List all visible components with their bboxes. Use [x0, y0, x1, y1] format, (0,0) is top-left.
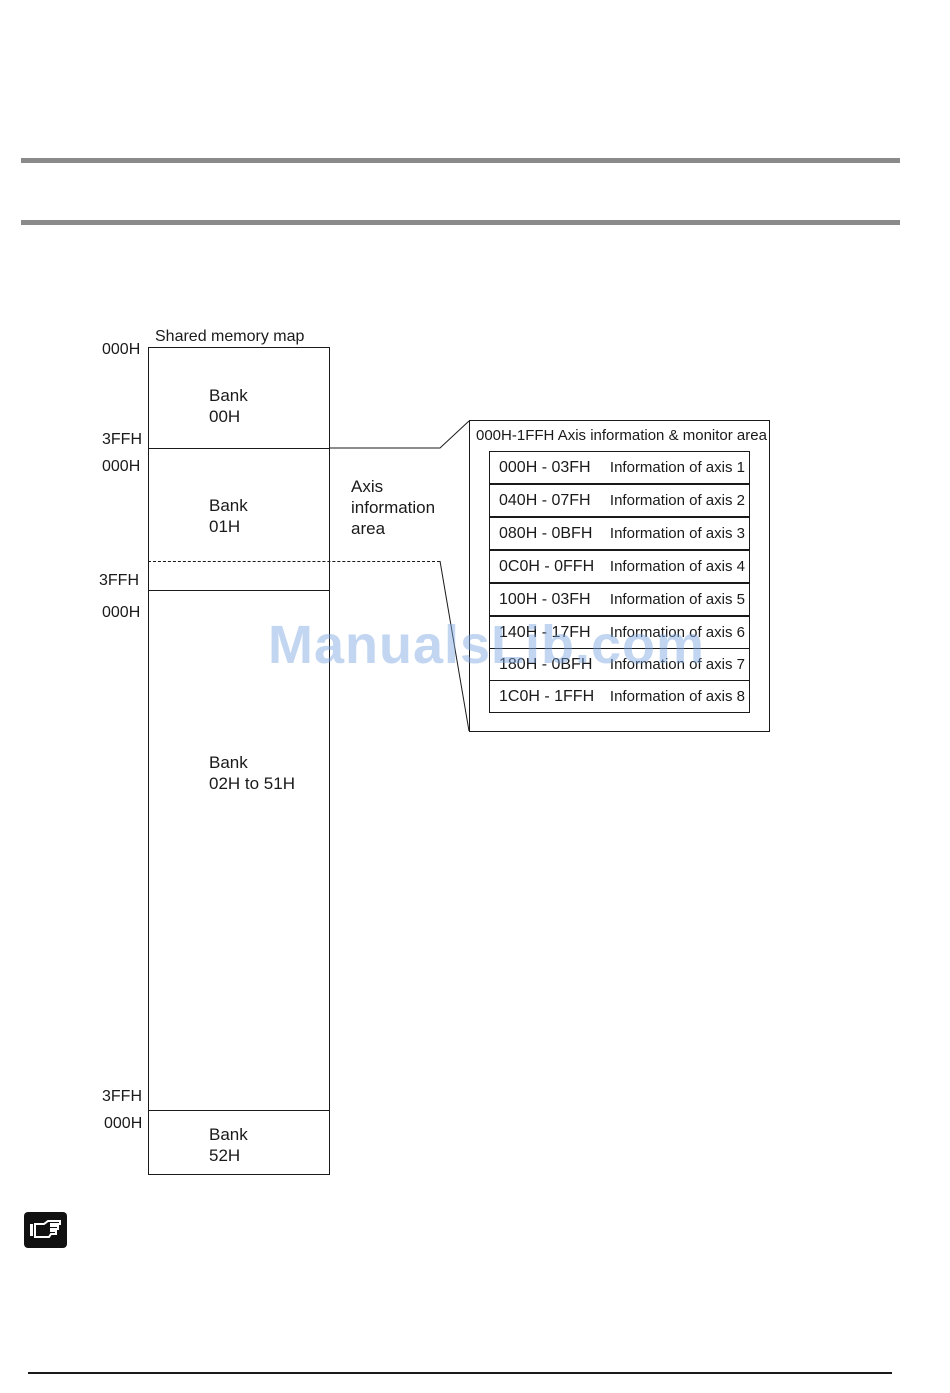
bank-01-end-address: 3FFH — [99, 572, 139, 589]
axis-row-8: 1C0H - 1FFH Information of axis 8 — [489, 680, 750, 713]
axis-detail-title: 000H-1FFH Axis information & monitor are… — [476, 427, 767, 444]
axis-row-info: Information of axis 5 — [609, 591, 745, 608]
axis-row-2: 040H - 07FH Information of axis 2 — [489, 484, 750, 517]
bank-02-start-address: 000H — [102, 604, 141, 621]
axis-row-range: 000H - 03FH — [499, 458, 591, 476]
axis-area-boundary — [148, 561, 440, 562]
bank-divider-2 — [148, 590, 330, 591]
axis-row-range: 040H - 07FH — [499, 491, 591, 509]
pointing-hand-icon — [24, 1212, 67, 1248]
axis-row-info: Information of axis 8 — [609, 688, 745, 705]
axis-row-range: 0C0H - 0FFH — [499, 557, 595, 575]
bank-02-end-address: 3FFH — [102, 1088, 142, 1105]
axis-row-1: 000H - 03FH Information of axis 1 — [489, 451, 750, 484]
axis-row-info: Information of axis 1 — [609, 459, 745, 476]
axis-information-area-label: Axis information area — [351, 477, 436, 538]
axis-row-4: 0C0H - 0FFH Information of axis 4 — [489, 550, 750, 583]
axis-row-info: Information of axis 6 — [609, 624, 745, 641]
axis-row-5: 100H - 03FH Information of axis 5 — [489, 583, 750, 616]
header-rule-bottom — [21, 220, 900, 225]
bank-divider-3 — [148, 1110, 330, 1111]
bank-divider-1 — [148, 448, 330, 449]
axis-row-info: Information of axis 7 — [609, 656, 745, 673]
axis-row-info: Information of axis 4 — [609, 558, 745, 575]
bank-01-start-address: 000H — [102, 458, 141, 475]
watermark: ManualsLib.com — [268, 615, 706, 675]
bank-00-start-address: 000H — [102, 341, 141, 358]
axis-detail-panel — [469, 420, 770, 732]
bank-00-label: Bank 00H — [209, 386, 248, 426]
bank-00-end-address: 3FFH — [102, 431, 142, 448]
footer-rule — [28, 1372, 892, 1374]
memory-map-title: Shared memory map — [155, 328, 305, 345]
axis-row-range: 140H - 17FH — [499, 623, 591, 641]
axis-row-range: 1C0H - 1FFH — [499, 687, 595, 705]
axis-row-info: Information of axis 3 — [609, 525, 745, 542]
bank-02-51-label: Bank 02H to 51H — [209, 753, 295, 793]
axis-row-range: 100H - 03FH — [499, 590, 591, 608]
axis-row-range: 080H - 0BFH — [499, 524, 593, 542]
header-rule-top — [21, 158, 900, 163]
axis-row-range: 180H - 0BFH — [499, 655, 593, 673]
axis-row-3: 080H - 0BFH Information of axis 3 — [489, 517, 750, 550]
axis-row-info: Information of axis 2 — [609, 492, 745, 509]
bank-52-start-address: 000H — [104, 1115, 143, 1132]
bank-52-label: Bank 52H — [209, 1125, 248, 1165]
memory-map-column — [148, 347, 330, 1175]
bank-01-label: Bank 01H — [209, 496, 248, 536]
